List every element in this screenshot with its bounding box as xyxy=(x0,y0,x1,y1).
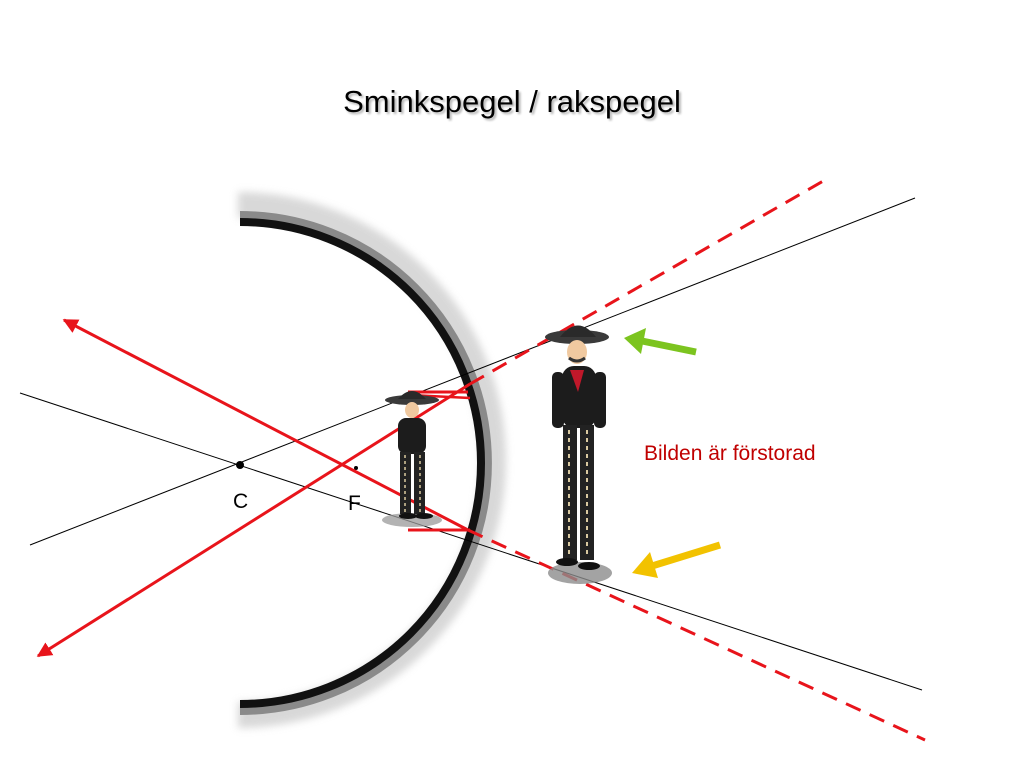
center-point xyxy=(236,461,244,469)
focus-label: F xyxy=(348,492,361,515)
slide-title: Sminkspegel / rakspegel xyxy=(343,84,681,119)
principal-axis-line xyxy=(19,392,923,691)
object-figure xyxy=(382,391,442,527)
virtual-ray-bottom xyxy=(467,528,926,742)
image-figure xyxy=(545,325,612,584)
yellow-pointer-arrow xyxy=(632,541,722,578)
virtual-ray-top xyxy=(469,178,826,386)
green-pointer-arrow xyxy=(624,328,697,356)
focus-point xyxy=(354,466,358,470)
center-label: C xyxy=(233,490,249,513)
concave-mirror xyxy=(237,192,506,728)
center-ray-line xyxy=(29,197,916,546)
image-caption: Bilden är förstorad xyxy=(644,442,816,465)
